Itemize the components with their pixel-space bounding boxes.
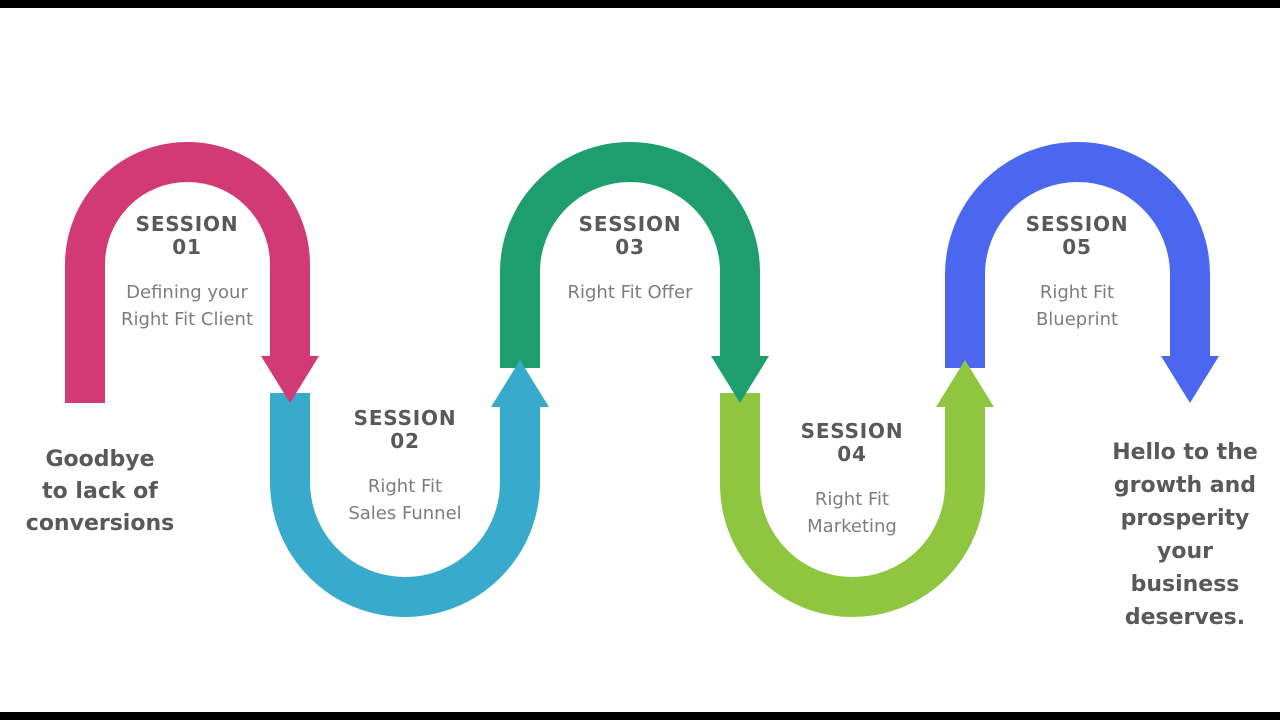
- session-word: SESSION: [353, 406, 457, 430]
- session-04-path: [720, 393, 985, 617]
- session-03-path: [500, 142, 760, 368]
- session-03-heading: SESSION 03: [530, 213, 730, 259]
- session-04-block: SESSION 04 Right Fit Marketing: [752, 420, 952, 540]
- title-line: Right Fit: [1039, 282, 1115, 303]
- title-line: Defining your: [126, 282, 248, 303]
- note-line: conversions: [25, 511, 175, 536]
- title-line: Right Fit: [814, 489, 890, 510]
- session-number: 02: [390, 429, 420, 453]
- session-01-path: [65, 142, 310, 403]
- title-line: Blueprint: [1035, 309, 1119, 330]
- session-05-heading: SESSION 05: [977, 213, 1177, 259]
- session-01-title: Defining your Right Fit Client: [87, 279, 287, 333]
- note-line: prosperity: [1120, 506, 1250, 531]
- title-line: Marketing: [807, 516, 897, 537]
- session-04-heading: SESSION 04: [752, 420, 952, 466]
- session-05-arrow-down-icon: [1161, 356, 1219, 403]
- title-line: Right Fit: [367, 476, 443, 497]
- session-01-block: SESSION 01 Defining your Right Fit Clien…: [87, 213, 287, 333]
- session-word: SESSION: [135, 212, 239, 236]
- goodbye-note: Goodbye to lack of conversions: [2, 444, 198, 540]
- session-number: 01: [172, 235, 202, 259]
- note-line: growth and: [1113, 473, 1257, 498]
- note-line: to lack of: [42, 479, 158, 504]
- session-02-block: SESSION 02 Right Fit Sales Funnel: [305, 407, 505, 527]
- session-word: SESSION: [578, 212, 682, 236]
- session-02-path: [270, 393, 540, 617]
- session-word: SESSION: [1025, 212, 1129, 236]
- session-02-title: Right Fit Sales Funnel: [305, 473, 505, 527]
- title-line: Sales Funnel: [348, 503, 462, 524]
- session-03-block: SESSION 03 Right Fit Offer: [530, 213, 730, 306]
- session-04-title: Right Fit Marketing: [752, 486, 952, 540]
- note-line: Goodbye: [45, 447, 155, 472]
- session-02-heading: SESSION 02: [305, 407, 505, 453]
- session-05-path: [945, 142, 1210, 368]
- note-line: deserves.: [1124, 605, 1246, 630]
- session-02-arrow-up-icon: [491, 360, 549, 407]
- session-word: SESSION: [800, 419, 904, 443]
- bottom-letterbox-bar: [0, 712, 1280, 720]
- title-line: Right Fit Client: [120, 309, 254, 330]
- title-line: Right Fit Offer: [567, 282, 693, 303]
- session-04-arrow-up-icon: [936, 360, 994, 407]
- note-line: your: [1157, 539, 1213, 564]
- session-01-arrow-down-icon: [261, 356, 319, 403]
- top-letterbox-bar: [0, 0, 1280, 8]
- session-03-title: Right Fit Offer: [530, 279, 730, 306]
- session-01-heading: SESSION 01: [87, 213, 287, 259]
- hello-note: Hello to the growth and prosperity your …: [1090, 436, 1280, 634]
- note-line: business: [1130, 572, 1240, 597]
- session-number: 04: [837, 442, 867, 466]
- session-number: 05: [1062, 235, 1092, 259]
- session-number: 03: [615, 235, 645, 259]
- session-05-block: SESSION 05 Right Fit Blueprint: [977, 213, 1177, 333]
- session-05-title: Right Fit Blueprint: [977, 279, 1177, 333]
- note-line: Hello to the: [1112, 440, 1258, 465]
- session-03-arrow-down-icon: [711, 356, 769, 403]
